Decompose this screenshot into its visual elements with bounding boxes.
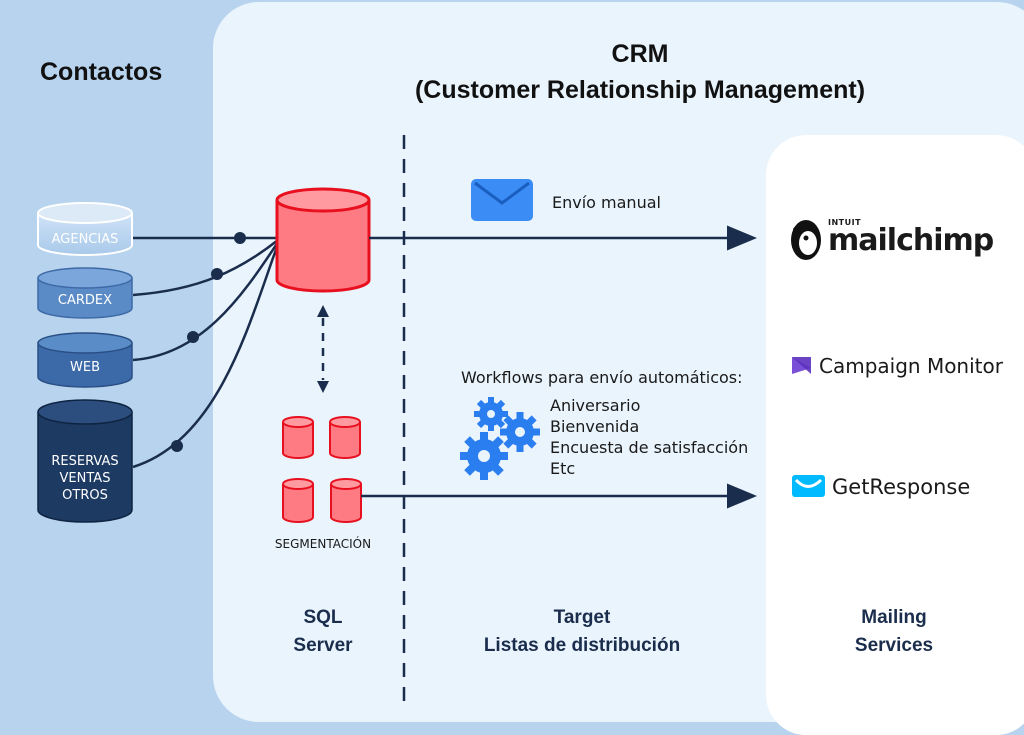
getresponse-logo-icon: [792, 475, 825, 497]
crm-title-line2: (Customer Relationship Management): [414, 76, 866, 104]
connection-reservas: [132, 243, 280, 469]
segment-db-icon: [329, 416, 361, 459]
mailing-services-footer-line: Mailing: [861, 607, 927, 628]
connection-web: [132, 241, 280, 362]
db-agencias-label: AGENCIAS: [51, 232, 119, 247]
mailchimp-small-text: INTUIT: [828, 218, 862, 227]
workflows-title: Workflows para envío automáticos:: [461, 368, 743, 387]
workflow-item: Bienvenida: [550, 417, 640, 436]
workflow-item: Encuesta de satisfacción: [550, 438, 749, 457]
workflow-item: Aniversario: [550, 396, 641, 415]
gear-icon: [500, 412, 540, 452]
db-reservas-label: RESERVAS VENTAS OTROS: [38, 453, 132, 504]
segmentation-label: SEGMENTACIÓN: [274, 537, 372, 551]
target-footer-line: Listas de distribución: [483, 635, 681, 656]
db-web-label: WEB: [70, 360, 100, 375]
db-reservas-label-line: OTROS: [62, 488, 108, 503]
diagram-canvas: [37, 135, 825, 706]
db-web: [37, 332, 133, 388]
bidirectional-dashed-arrow: [317, 305, 329, 393]
mailing-services-footer: Mailing Services: [824, 604, 964, 660]
campaign-monitor-logo-icon: [792, 357, 811, 374]
campaign-monitor-logo-text: Campaign Monitor: [819, 354, 1003, 378]
mailing-services-footer-line: Services: [854, 635, 934, 656]
sql-server-footer-line: SQL: [303, 607, 343, 628]
sql-server-db-icon: [275, 187, 371, 293]
source-connections: [132, 236, 280, 469]
mailchimp-logo-text: mailchimp: [828, 223, 994, 258]
manual-send-label: Envío manual: [552, 193, 661, 212]
crm-title: CRM (Customer Relationship Management): [340, 36, 940, 108]
db-cardex-label: CARDEX: [57, 293, 113, 308]
gears-icon: [460, 397, 540, 480]
segmentation-dbs: [282, 416, 362, 523]
connection-dot: [171, 440, 183, 452]
db-reservas: [37, 399, 133, 523]
connection-dot: [234, 232, 246, 244]
connection-dots: [171, 232, 246, 452]
db-reservas-label-line: VENTAS: [59, 471, 111, 486]
getresponse-logo-text: GetResponse: [832, 475, 971, 499]
workflows-list: Aniversario Bienvenida Encuesta de satis…: [550, 395, 748, 479]
db-reservas-label-line: RESERVAS: [51, 454, 119, 469]
segment-db-icon: [282, 478, 314, 523]
envelope-icon: [471, 179, 533, 221]
contactos-title: Contactos: [40, 58, 163, 86]
segment-db-icon: [330, 478, 362, 523]
sql-server-footer: SQL Server: [263, 604, 383, 660]
mailchimp-logo-icon: [791, 220, 821, 260]
connection-cardex: [132, 239, 279, 297]
crm-title-line1: CRM: [611, 40, 669, 68]
segment-db-icon: [282, 416, 314, 459]
connection-dot: [211, 268, 223, 280]
workflow-item: Etc: [550, 459, 576, 478]
db-cardex: [37, 267, 133, 319]
gear-icon: [474, 397, 508, 431]
sql-server-footer-line: Server: [293, 635, 353, 656]
db-agencias: [37, 202, 133, 256]
connection-dot: [187, 331, 199, 343]
target-footer: Target Listas de distribución: [452, 604, 712, 660]
gear-icon: [460, 432, 508, 480]
target-footer-line: Target: [553, 607, 611, 628]
